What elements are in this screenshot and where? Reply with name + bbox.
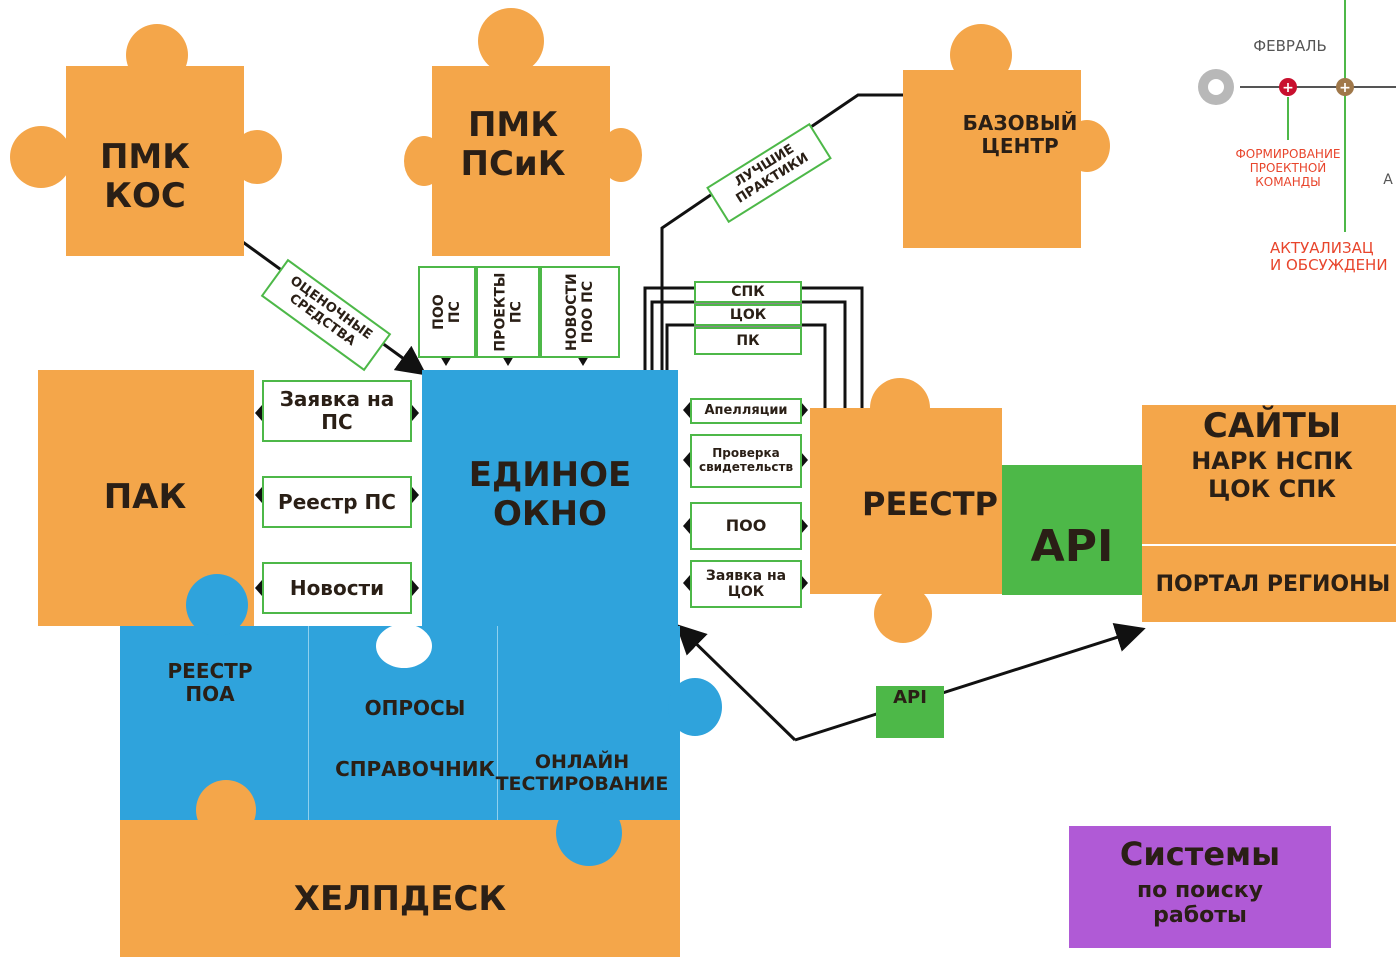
timeline-step2: АКТУАЛИЗАЦ И ОБСУЖДЕНИ [1270,240,1388,275]
piece-edinoe-okno [422,370,678,626]
timeline-month: ФЕВРАЛЬ [1253,37,1327,55]
timeline-plus-icon-2 [1336,78,1354,96]
piece-api-small [876,686,944,738]
systems-sub: по поиску работы [1136,878,1264,929]
connector-poo: ПОО [690,502,802,550]
connector-reestr-ps: Реестр ПС [262,476,412,528]
connector-novosti-poo-ps: НОВОСТИ ПОО ПС [540,266,620,358]
arrow-api-to-okno [675,623,797,742]
label-api-big: API [1030,521,1114,572]
label-pak: ПАК [103,477,187,517]
label-oprosy: ОПРОСЫ [364,696,466,720]
piece-bazovy-centr [903,70,1081,248]
timeline-cut-letter: А [1383,172,1393,188]
connector-zayavka-cok: Заявка на ЦОК [690,560,802,608]
arrow-api-to-saity [794,622,1146,742]
connector-novosti: Новости [262,562,412,614]
connector-spk: СПК [694,281,802,303]
connector-apellyacii: Апелляции [690,398,802,424]
label-pmk-kos: ПМК КОС [99,137,191,217]
piece-online [498,626,680,820]
label-spravochnik: СПРАВОЧНИК [335,757,495,781]
label-reestr-poa: РЕЕСТР ПОА [167,659,253,706]
connector-proverka: Проверка свидетельств [690,434,802,488]
piece-reestr [810,408,1002,594]
label-portal: ПОРТАЛ РЕГИОНЫ [1155,572,1391,597]
label-pmk-psik: ПМК ПСиК [460,105,566,185]
systems-title: Системы [1119,835,1281,873]
connector-zayavka-ps: Заявка на ПС [262,380,412,442]
timeline-plus-icon [1279,78,1297,96]
label-helpdesk: ХЕЛПДЕСК [293,879,507,919]
label-bazovy-centr: БАЗОВЫЙ ЦЕНТР [962,111,1078,158]
label-edinoe-okno: ЕДИНОЕ ОКНО [468,455,632,535]
svg-text:+: + [1282,80,1294,96]
connector-pk: ПК [694,327,802,355]
label-saity-title: САЙТЫ [1202,406,1342,446]
piece-pmk-psik [432,66,610,256]
connector-cok: ЦОК [694,304,802,326]
label-reestr: РЕЕСТР [862,485,998,523]
timeline-step1: ФОРМИРОВАНИЕ ПРОЕКТНОЙ КОМАНДЫ [1235,147,1341,189]
piece-saity [1142,405,1396,545]
connector-proekty-ps: ПРОЕКТЫ ПС [476,266,540,358]
label-api-small: API [893,687,927,708]
piece-portal [1142,546,1396,622]
label-saity-sub: НАРК НСПК ЦОК СПК [1191,447,1353,503]
svg-text:+: + [1339,80,1351,96]
systems-box [1069,826,1331,948]
piece-pmk-kos [66,66,244,256]
piece-api-big [1002,465,1142,595]
label-online: ОНЛАЙН ТЕСТИРОВАНИЕ [495,751,669,795]
connector-poo-ps: ПОО ПС [418,266,476,358]
